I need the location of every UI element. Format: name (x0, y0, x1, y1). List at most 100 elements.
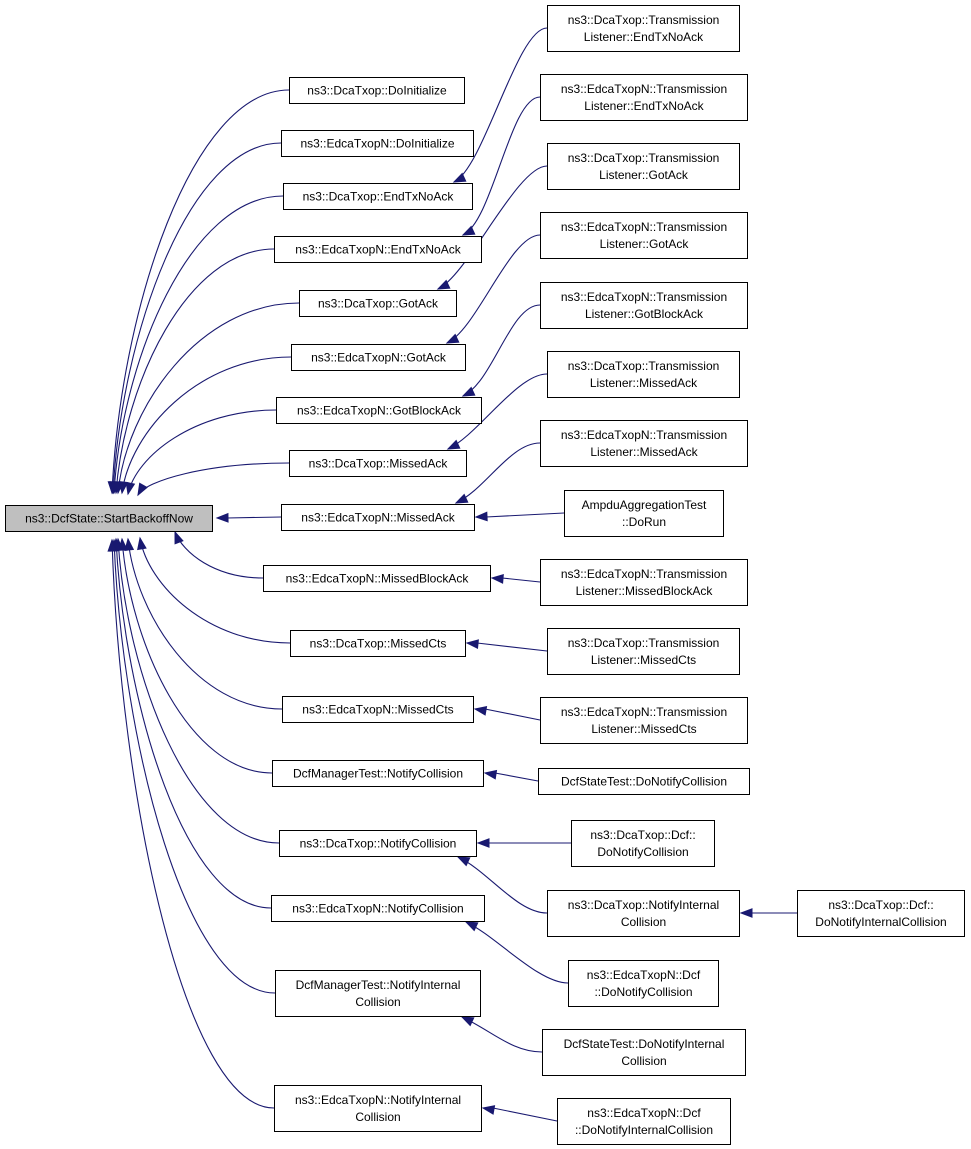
arrow-head-icon (107, 538, 118, 552)
node-dca_missedcts[interactable]: ns3::DcaTxop::MissedCts (290, 630, 466, 657)
root-node[interactable]: ns3::DcfState::StartBackoffNow (5, 505, 213, 532)
node-edca_doinit[interactable]: ns3::EdcaTxopN::DoInitialize (281, 130, 474, 157)
node-tl_dca_missedcts[interactable]: ns3::DcaTxop::TransmissionListener::Miss… (547, 628, 740, 675)
edge-line (111, 539, 275, 1109)
node-label: ns3::DcaTxop::NotifyCollision (300, 837, 457, 851)
node-label: ns3::EdcaTxopN::Transmission (561, 290, 727, 304)
edge-line (112, 142, 282, 494)
node-label: DcfStateTest::DoNotifyInternal (564, 1037, 725, 1051)
node-dca_doinit[interactable]: ns3::DcaTxop::DoInitialize (289, 77, 465, 104)
node-tl_edca_missedcts[interactable]: ns3::EdcaTxopN::TransmissionListener::Mi… (540, 697, 748, 744)
node-edca_notifyint[interactable]: ns3::EdcaTxopN::NotifyInternalCollision (274, 1085, 482, 1132)
node-box (289, 450, 467, 477)
edge-dca_notifycoll-to-root (113, 537, 280, 844)
node-label: DoNotifyInternalCollision (815, 915, 946, 929)
node-label: ns3::EdcaTxopN::MissedAck (301, 511, 455, 525)
edge-line (127, 538, 283, 710)
node-edca_dcf_donotifyint[interactable]: ns3::EdcaTxopN::Dcf::DoNotifyInternalCol… (557, 1098, 731, 1145)
node-label: Listener::MissedBlockAck (576, 584, 714, 598)
edge-line (226, 516, 282, 519)
node-tl_edca_gotblock[interactable]: ns3::EdcaTxopN::TransmissionListener::Go… (540, 282, 748, 329)
edge-dca_dcf_donotifycoll-to-dca_notifycoll (476, 838, 571, 848)
node-box (797, 890, 965, 937)
edge-line (453, 27, 548, 183)
node-edca_endtx[interactable]: ns3::EdcaTxopN::EndTxNoAck (274, 236, 482, 263)
node-label: Listener::MissedAck (590, 376, 698, 390)
arrow-head-icon (461, 225, 476, 236)
arrow-head-icon (476, 838, 490, 848)
node-label: Collision (621, 1054, 666, 1068)
node-dca_dcf_donotifycoll[interactable]: ns3::DcaTxop::Dcf::DoNotifyCollision (571, 820, 715, 867)
node-label: ns3::EdcaTxopN::Transmission (561, 428, 727, 442)
node-edca_missedblock[interactable]: ns3::EdcaTxopN::MissedBlockAck (263, 565, 491, 592)
edge-edca_missedack-to-root (215, 512, 282, 523)
node-tl_dca_endtx[interactable]: ns3::DcaTxop::TransmissionListener::EndT… (547, 5, 740, 52)
arrow-head-icon (483, 769, 498, 780)
node-label: ns3::EdcaTxopN::Dcf (587, 968, 701, 982)
node-tl_edca_gotack[interactable]: ns3::EdcaTxopN::TransmissionListener::Go… (540, 212, 748, 259)
node-box (557, 1098, 731, 1145)
edge-tl_dca_missedack-to-dca_missedack (446, 373, 548, 450)
arrow-head-icon (473, 706, 488, 716)
edge-line (461, 1016, 543, 1053)
node-label: ns3::EdcaTxopN::Transmission (561, 220, 727, 234)
edge-dca_doinit-to-root (107, 89, 290, 495)
node-tl_dca_gotack[interactable]: ns3::DcaTxop::TransmissionListener::GotA… (547, 143, 740, 190)
node-tl_dca_missedack[interactable]: ns3::DcaTxop::TransmissionListener::Miss… (547, 351, 740, 398)
edge-line (115, 538, 272, 909)
edge-dca_notifyint-to-dca_notifycoll (456, 856, 548, 914)
node-edca_missedcts[interactable]: ns3::EdcaTxopN::MissedCts (282, 696, 474, 723)
edge-dca_missedack-to-root (137, 462, 290, 497)
node-dca_notifycoll[interactable]: ns3::DcaTxop::NotifyCollision (279, 830, 477, 857)
edge-line (501, 577, 541, 583)
node-label: Listener::MissedCts (591, 653, 696, 667)
node-edca_missedack[interactable]: ns3::EdcaTxopN::MissedAck (281, 504, 475, 531)
node-label: Listener::GotAck (599, 168, 689, 182)
node-edca_dcf_donotifycoll[interactable]: ns3::EdcaTxopN::Dcf::DoNotifyCollision (568, 960, 719, 1007)
edge-edca_gotblock-to-root (125, 409, 277, 496)
node-label: ns3::DcaTxop::Transmission (568, 151, 720, 165)
node-label: ns3::EdcaTxopN::Dcf (587, 1106, 701, 1120)
edge-tl_edca_gotblock-to-edca_gotblock (461, 304, 541, 397)
arrow-head-icon (125, 481, 136, 496)
node-label: ns3::DcaTxop::Transmission (568, 13, 720, 27)
node-label: Listener::GotBlockAck (585, 307, 704, 321)
node-box (290, 630, 466, 657)
edge-edca_missedcts-to-root (124, 537, 283, 710)
node-label: ::DoRun (622, 515, 666, 529)
node-dca_gotack[interactable]: ns3::DcaTxop::GotAck (299, 290, 457, 317)
node-dca_notifyint[interactable]: ns3::DcaTxop::NotifyInternalCollision (547, 890, 740, 937)
arrow-head-icon (137, 536, 147, 551)
arrow-head-icon (465, 639, 479, 650)
arrow-head-icon (215, 512, 229, 523)
node-box (571, 820, 715, 867)
node-label: DcfManagerTest::NotifyInternal (296, 978, 461, 992)
node-box (547, 628, 740, 675)
arrow-head-icon (445, 333, 460, 344)
node-dca_missedack[interactable]: ns3::DcaTxop::MissedAck (289, 450, 467, 477)
node-tl_edca_endtx[interactable]: ns3::EdcaTxopN::TransmissionListener::En… (540, 74, 748, 121)
node-edca_notifycoll[interactable]: ns3::EdcaTxopN::NotifyCollision (271, 895, 485, 922)
node-edca_gotblock[interactable]: ns3::EdcaTxopN::GotBlockAck (276, 397, 482, 424)
node-label: ns3::DcaTxop::Transmission (568, 636, 720, 650)
node-dcfstate_donotifycoll[interactable]: DcfStateTest::DoNotifyCollision (538, 768, 750, 795)
node-box (547, 5, 740, 52)
node-ampdu_dorun[interactable]: AmpduAggregationTest::DoRun (564, 490, 724, 537)
edge-tl_dca_gotack-to-dca_gotack (436, 165, 548, 290)
node-dcfmgr_notifycoll[interactable]: DcfManagerTest::NotifyCollision (272, 760, 484, 787)
edge-line (455, 442, 541, 504)
edge-line (494, 772, 539, 782)
node-dca_dcf_donotifyint[interactable]: ns3::DcaTxop::Dcf::DoNotifyInternalColli… (797, 890, 965, 937)
node-dcfstate_donotifyint[interactable]: DcfStateTest::DoNotifyInternalCollision (542, 1029, 746, 1076)
node-box (263, 565, 491, 592)
edge-dca_gotack-to-root (114, 302, 300, 495)
node-dca_endtx[interactable]: ns3::DcaTxop::EndTxNoAck (283, 183, 473, 210)
arrow-head-icon (461, 386, 476, 397)
node-dcfmgr_notifyint[interactable]: DcfManagerTest::NotifyInternalCollision (275, 970, 481, 1017)
node-tl_edca_missedblock[interactable]: ns3::EdcaTxopN::TransmissionListener::Mi… (540, 559, 748, 606)
node-label: AmpduAggregationTest (582, 498, 707, 512)
node-tl_edca_missedack[interactable]: ns3::EdcaTxopN::TransmissionListener::Mi… (540, 420, 748, 467)
arrow-head-icon (452, 172, 467, 183)
node-edca_gotack[interactable]: ns3::EdcaTxopN::GotAck (291, 344, 466, 371)
node-box (542, 1029, 746, 1076)
